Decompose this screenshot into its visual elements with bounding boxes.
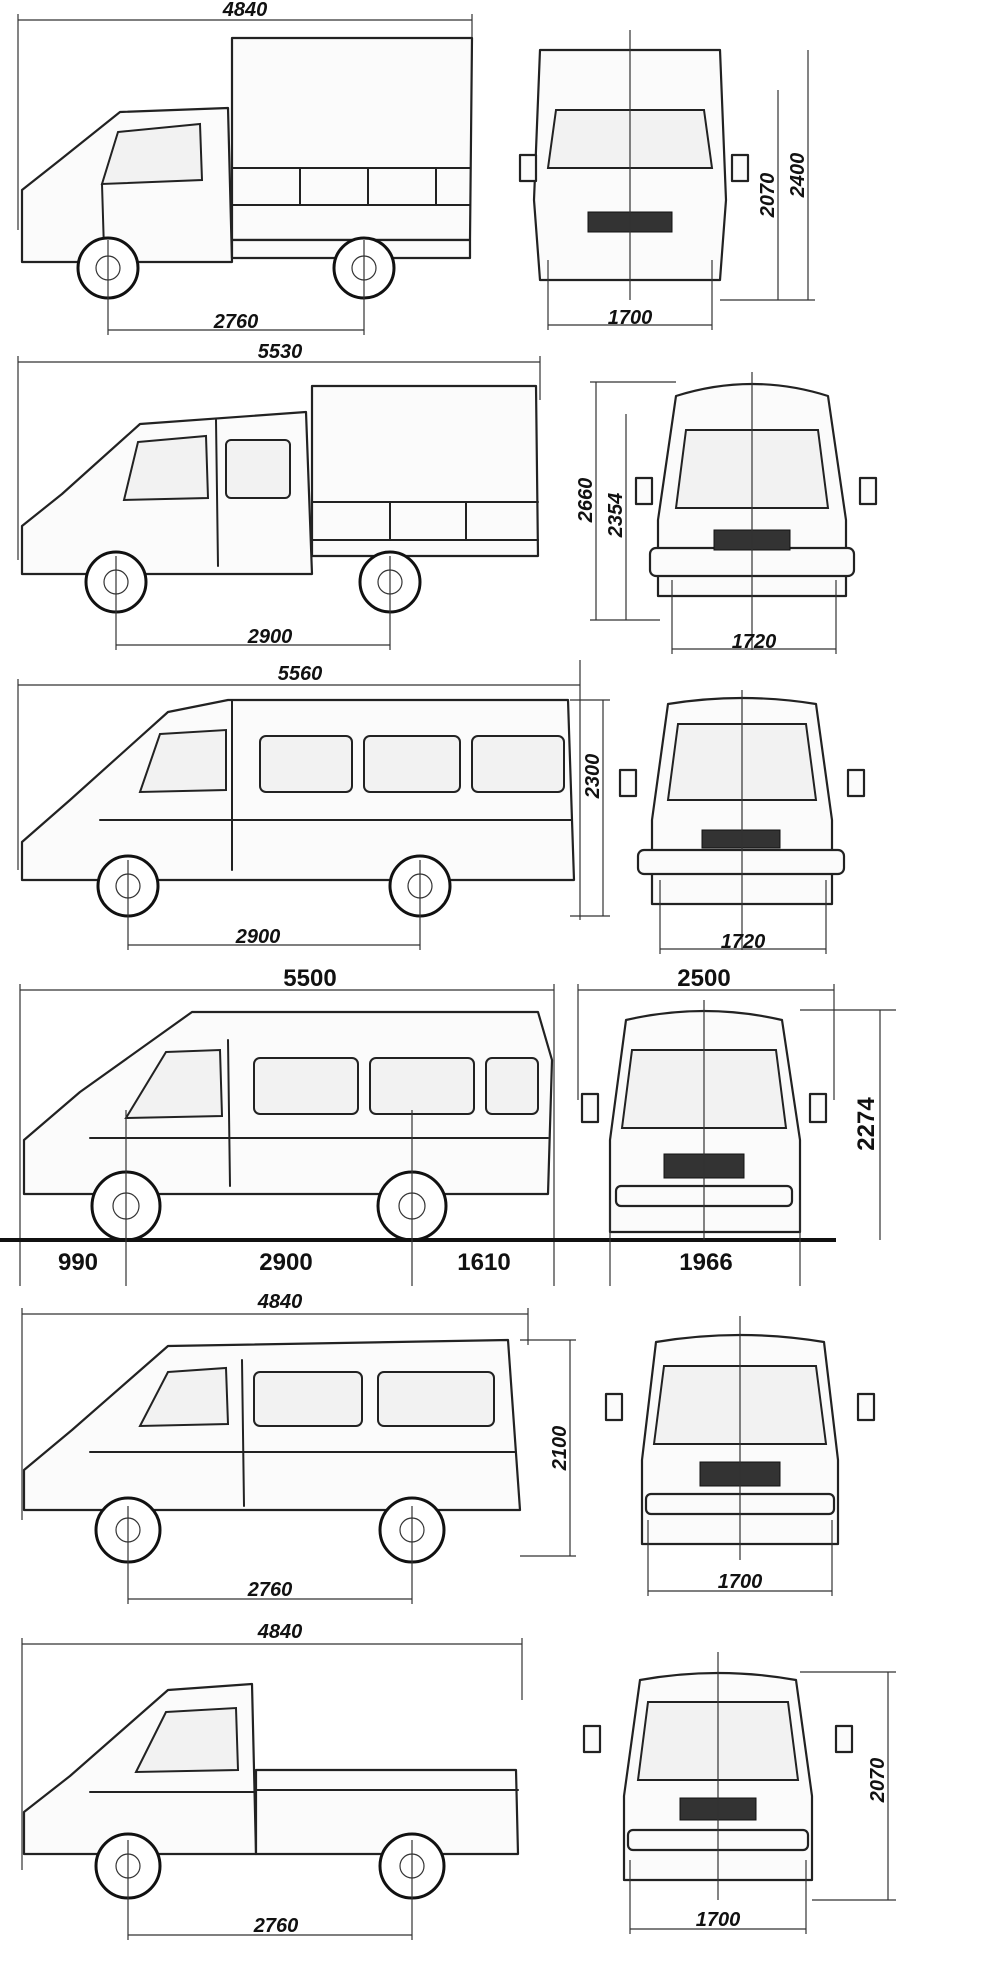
left-mirror	[634, 476, 654, 506]
row-4-minibus-high-roof: 5500 990 2900 1610 2500	[0, 965, 896, 1286]
driver-window	[124, 1048, 224, 1120]
right-mirror	[846, 768, 866, 798]
left-mirror	[580, 1092, 600, 1124]
length-dimension: 4840	[222, 0, 268, 21]
wheelbase-dimension: 2900	[259, 1249, 312, 1276]
row-3-minibus-long: 5560 2900 2300	[17, 660, 866, 954]
right-mirror	[858, 476, 878, 506]
front-view-crew-cab-truck: 1720 2660 2354	[575, 372, 878, 654]
driver-window	[138, 728, 227, 794]
passenger-window-3	[471, 735, 565, 793]
track-dimension: 1720	[732, 631, 777, 653]
width-dimension: 2500	[677, 965, 730, 992]
passenger-window-3	[485, 1057, 539, 1115]
side-view-crew-cab-truck: 5530 2900	[17, 341, 541, 650]
row-6-pickup-truck: 4840 2760 1700	[21, 1621, 896, 1940]
passenger-window-2	[377, 1371, 495, 1427]
height-dimension: 2274	[853, 1097, 880, 1151]
left-mirror	[604, 1392, 624, 1422]
side-view-pickup-truck: 4840 2760	[21, 1621, 523, 1940]
track-dimension: 1700	[696, 1909, 741, 1931]
cab-window	[134, 1706, 240, 1774]
row-5-van-short: 4840 2760 2100	[21, 1291, 876, 1604]
height-dimension: 2070	[867, 1758, 889, 1804]
height-dimension-2354: 2354	[605, 493, 627, 539]
wheelbase-dimension: 2760	[247, 1579, 293, 1601]
rear-door-window	[225, 439, 291, 499]
canvas-cover	[230, 36, 474, 242]
cargo-bed	[254, 1768, 520, 1856]
right-mirror	[730, 153, 750, 183]
passenger-window-2	[363, 735, 461, 793]
row-2-crew-cab-truck: 5530 2900	[17, 341, 878, 654]
track-dimension: 1720	[721, 931, 766, 953]
length-dimension: 5560	[278, 663, 323, 685]
front-bumper	[636, 848, 846, 876]
front-overhang-dimension: 990	[58, 1249, 98, 1276]
front-door-window	[122, 434, 210, 502]
length-dimension: 4840	[257, 1291, 303, 1313]
height-dimension: 2100	[549, 1426, 571, 1472]
height-dimension-2660: 2660	[575, 478, 597, 524]
canvas-cover	[310, 384, 540, 558]
length-dimension: 5500	[283, 965, 336, 992]
side-view-flatbed-truck: 4840 2760	[17, 0, 474, 335]
wheelbase-dimension: 2760	[213, 311, 259, 333]
passenger-window-1	[253, 1057, 359, 1115]
left-mirror	[618, 768, 638, 798]
track-dimension: 1966	[679, 1249, 732, 1276]
row-1-flatbed-truck: 4840 2760	[17, 0, 815, 335]
length-dimension: 4840	[257, 1621, 303, 1643]
front-view-flatbed-truck: 1700 2070 2400	[518, 30, 815, 330]
side-view-van-short: 4840 2760 2100	[21, 1291, 576, 1604]
wheelbase-dimension: 2900	[235, 926, 281, 948]
front-view-pickup-truck: 1700 2070	[582, 1652, 896, 1934]
grille	[701, 829, 781, 849]
left-mirror	[518, 153, 538, 183]
track-dimension: 1700	[718, 1571, 763, 1593]
wheelbase-dimension: 2900	[247, 626, 293, 648]
height-dimension-2400: 2400	[787, 153, 809, 199]
driver-window	[138, 1366, 230, 1428]
wheelbase-dimension: 2760	[253, 1915, 299, 1937]
cab-window	[100, 122, 204, 186]
front-view-minibus-long: 1720	[618, 690, 866, 954]
length-dimension: 5530	[258, 341, 303, 363]
track-dimension: 1700	[608, 307, 653, 329]
left-mirror	[582, 1724, 602, 1754]
right-mirror	[834, 1724, 854, 1754]
height-dimension: 2300	[582, 754, 604, 800]
right-mirror	[856, 1392, 876, 1422]
height-dimension-2070: 2070	[757, 173, 779, 219]
front-view-minibus-high-roof: 2500 1966 2274	[577, 965, 896, 1286]
passenger-window-1	[259, 735, 353, 793]
side-view-minibus-high-roof: 5500 990 2900 1610	[0, 965, 836, 1286]
right-mirror	[808, 1092, 828, 1124]
front-view-van-short: 1700	[604, 1316, 876, 1596]
passenger-window-2	[369, 1057, 475, 1115]
side-view-minibus-long: 5560 2900 2300	[17, 660, 610, 950]
passenger-window-1	[253, 1371, 363, 1427]
rear-overhang-dimension: 1610	[457, 1249, 510, 1276]
